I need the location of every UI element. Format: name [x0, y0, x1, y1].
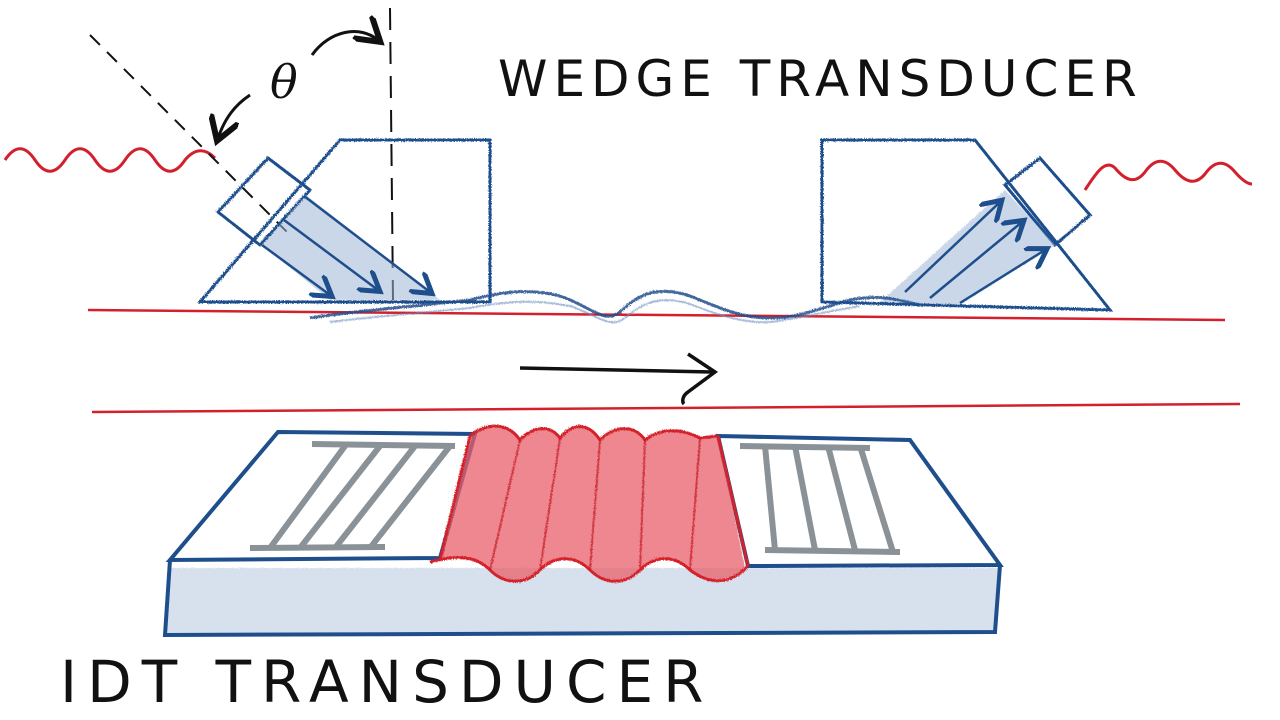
normal-dashed-line: [389, 7, 394, 301]
right-beam-arrow-1: [904, 202, 1000, 293]
surface-wave: [309, 289, 921, 324]
theta-arrow-right: [310, 32, 378, 56]
right-wedge-transducer: [820, 138, 1114, 312]
left-beam-arrow-2: [283, 218, 378, 290]
top-surface-line: [87, 308, 1226, 322]
right-beam-arrow-2: [929, 222, 1022, 299]
theta-symbol: θ: [270, 55, 298, 109]
left-beam-arrow-3: [303, 195, 430, 292]
idt-device: [162, 424, 1004, 638]
left-wedge-transducer: [196, 138, 492, 304]
idt-top-face: [165, 429, 478, 563]
propagation-arrow: [519, 366, 713, 374]
bottom-surface-line: [91, 402, 1241, 414]
left-idt-electrodes: [249, 441, 456, 551]
incidence-dashed-line: [89, 34, 291, 236]
right-idt-electrodes: [739, 443, 901, 555]
wedge-title: WEDGE TRANSDUCER: [498, 50, 1143, 108]
right-beam-arrow-3: [959, 250, 1045, 305]
theta-arrow-left: [218, 93, 251, 138]
propagation-arrow-head: [681, 352, 719, 406]
idt-top-face-right: [715, 433, 1004, 569]
received-wave-right: [1083, 159, 1253, 191]
idt-title: IDT TRANSDUCER: [60, 648, 713, 716]
left-beam-arrow-1: [261, 243, 330, 295]
incident-wave-left: [3, 147, 217, 173]
idt-wave-region: [429, 424, 750, 583]
